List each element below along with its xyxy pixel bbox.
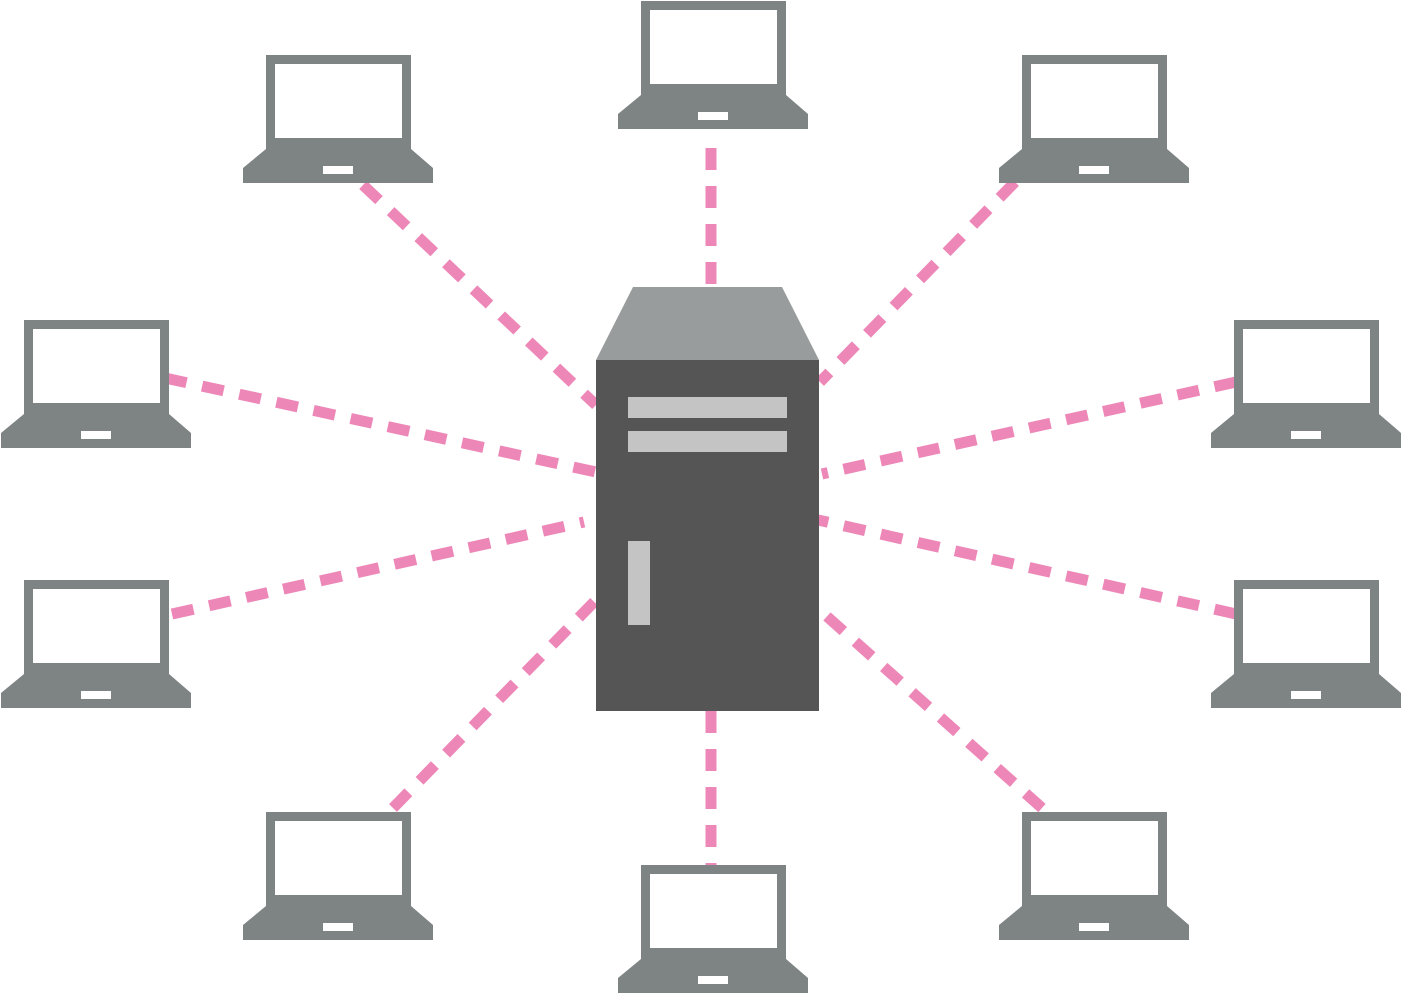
client-laptop-top (618, 1, 808, 129)
laptop-screen (1031, 821, 1158, 895)
client-laptop-lower-left (243, 812, 433, 940)
laptop-touchpad (1079, 923, 1109, 931)
server-body (596, 360, 819, 711)
laptop-screen (1243, 329, 1370, 403)
client-laptop-mid-right-upper (1211, 320, 1401, 448)
laptop-screen (650, 874, 777, 948)
laptop-screen (1031, 64, 1158, 138)
laptop-touchpad (81, 431, 111, 439)
laptop-screen (275, 64, 402, 138)
laptop-screen (33, 589, 160, 663)
laptop-touchpad (1291, 691, 1321, 699)
connection-line-upper-left (359, 181, 600, 409)
client-laptop-mid-left-upper (1, 320, 191, 448)
laptop-screen (33, 329, 160, 403)
client-laptop-mid-right-lower (1211, 580, 1401, 708)
server-tower-icon (596, 287, 819, 711)
laptop-screen (650, 10, 777, 84)
server-top-panel (596, 287, 819, 360)
laptop-touchpad (323, 166, 353, 174)
client-laptop-lower-right (999, 812, 1189, 940)
server-power-slot (628, 541, 650, 625)
connection-line-mid-left-upper (163, 372, 598, 478)
client-laptop-upper-left (243, 55, 433, 183)
client-laptop-bottom (618, 865, 808, 993)
connection-line-lower-left (389, 596, 600, 812)
server-drive-bay-1 (628, 397, 787, 418)
laptop-touchpad (1291, 431, 1321, 439)
connection-line-mid-left-lower (170, 516, 586, 620)
client-laptop-upper-right (999, 55, 1189, 183)
server-drive-bay-2 (628, 431, 787, 452)
connection-line-mid-right-upper (820, 376, 1238, 480)
laptop-screen (275, 821, 402, 895)
client-laptop-mid-left-lower (1, 580, 191, 708)
laptop-touchpad (1079, 166, 1109, 174)
connection-line-lower-right (818, 607, 1046, 813)
laptop-touchpad (698, 976, 728, 984)
connection-line-mid-right-lower (816, 514, 1238, 620)
connection-line-upper-right (816, 178, 1019, 386)
laptop-touchpad (698, 112, 728, 120)
connection-lines (163, 148, 1238, 866)
laptop-screen (1243, 589, 1370, 663)
laptop-touchpad (81, 691, 111, 699)
laptop-touchpad (323, 923, 353, 931)
